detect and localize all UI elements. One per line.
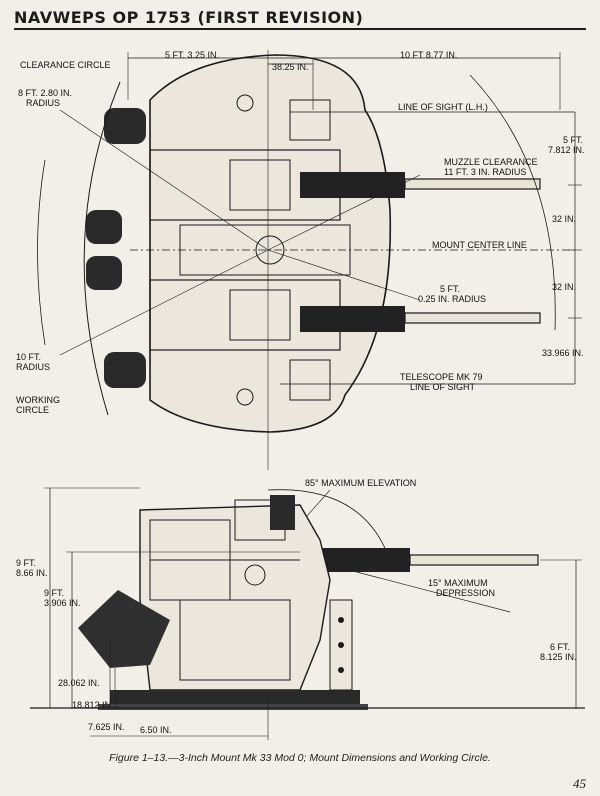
label-dim-6ft-line2: 8.125 IN. (540, 652, 577, 662)
label-muzzle-clearance-line1: MUZZLE CLEARANCE (444, 157, 538, 167)
page-number: 45 (573, 776, 586, 791)
label-radius-8ft-line1: 8 FT. 2.80 IN. (18, 88, 72, 98)
label-max-depression-line2: DEPRESSION (436, 588, 495, 598)
label-dim-10ft-877: 10 FT 8.77 IN. (400, 50, 457, 60)
label-dim-28062: 28.062 IN. (58, 678, 100, 688)
label-dim-32-bottom: 32 IN. (552, 282, 576, 292)
figure-caption: Figure 1–13.—3-Inch Mount Mk 33 Mod 0; M… (109, 752, 491, 764)
label-radius-5ft-line2: 0.25 IN. RADIUS (418, 294, 486, 304)
plan-view (37, 50, 582, 470)
label-max-elevation: 85° MAXIMUM ELEVATION (305, 478, 416, 488)
label-dim-5ft-7812-line1: 5 FT. (563, 135, 583, 145)
side-view (30, 487, 585, 740)
label-radius-10ft-line1: 10 FT. (16, 352, 41, 362)
label-working-circle-line2: CIRCLE (16, 405, 49, 415)
label-telescope-line1: TELESCOPE MK 79 (400, 372, 483, 382)
label-dim-6ft-line1: 6 FT. (550, 642, 570, 652)
label-dim-32-top: 32 IN. (552, 214, 576, 224)
label-muzzle-clearance-line2: 11 FT. 3 IN. RADIUS (444, 167, 526, 177)
label-dim-18812: 18.812 IN. (72, 700, 114, 710)
label-radius-5ft-line1: 5 FT. (440, 284, 460, 294)
label-working-circle-line1: WORKING (16, 395, 60, 405)
label-dim-9ft-3906-line1: 9 FT. (44, 588, 64, 598)
label-line-of-sight-lh: LINE OF SIGHT (L.H.) (398, 102, 488, 112)
label-radius-8ft-line2: RADIUS (26, 98, 60, 108)
label-dim-7625: 7.625 IN. (88, 722, 125, 732)
label-dim-5ft-325: 5 FT. 3.25 IN. (165, 50, 219, 60)
label-dim-3825: 38.25 IN. (272, 62, 309, 72)
label-mount-center-line: MOUNT CENTER LINE (432, 240, 527, 250)
label-radius-10ft-line2: RADIUS (16, 362, 50, 372)
label-max-depression-line1: 15° MAXIMUM (428, 578, 488, 588)
label-dim-9ft-866-line2: 8.66 IN. (16, 568, 48, 578)
header-rule (14, 28, 586, 30)
label-telescope-line2: LINE OF SIGHT (410, 382, 476, 392)
label-dim-9ft-3906-line2: 3.906 IN. (44, 598, 81, 608)
label-dim-650: 6.50 IN. (140, 725, 172, 735)
label-dim-33966: 33.966 IN. (542, 348, 584, 358)
label-clearance-circle: CLEARANCE CIRCLE (20, 60, 111, 70)
document-header: NAVWEPS OP 1753 (FIRST REVISION) (14, 8, 364, 27)
label-dim-9ft-866-line1: 9 FT. (16, 558, 36, 568)
label-dim-5ft-7812-line2: 7.812 IN. (548, 145, 585, 155)
